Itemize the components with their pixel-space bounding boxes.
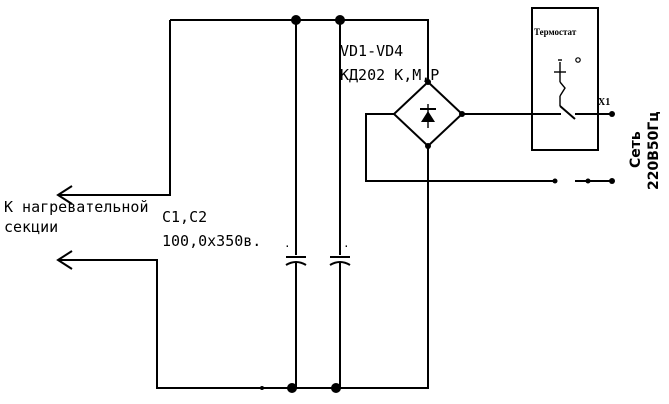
arrow-left-icon xyxy=(56,250,73,270)
junction-dot xyxy=(331,383,341,393)
junction-dot xyxy=(260,386,264,390)
heater-wire-top xyxy=(60,20,171,196)
polarity-mark: . xyxy=(284,237,291,250)
caps-name-label: С1,С2 xyxy=(162,208,207,226)
capacitor-c2: . xyxy=(329,20,351,388)
thermostat-box xyxy=(531,7,599,151)
top-bus-wire xyxy=(170,19,429,82)
junction-dot xyxy=(552,178,558,184)
mains-label: Сеть 220В50Гц xyxy=(628,111,662,190)
diode-icon xyxy=(420,104,436,128)
bridge-name-label: VD1-VD4 xyxy=(340,42,403,60)
switch-icon xyxy=(554,57,612,120)
junction-dot xyxy=(335,15,345,25)
heater-label-line2: секции xyxy=(4,218,58,236)
arrow-left-icon xyxy=(56,185,73,205)
mains-label-line1: Сеть xyxy=(628,131,644,168)
connector-label: X1 xyxy=(598,97,610,108)
heater-wire-bottom xyxy=(58,146,429,389)
caps-value-label: 100,0х350в. xyxy=(162,232,261,250)
thermostat-label: Термостат xyxy=(534,27,577,37)
bridge-type-label: КД202 К,М,Р xyxy=(340,66,439,84)
bridge-left-wire xyxy=(365,113,555,182)
connector-pin xyxy=(609,111,615,117)
mains-label-line2: 220В50Гц xyxy=(646,111,662,190)
diode-bridge xyxy=(392,80,464,148)
junction-dot xyxy=(585,178,591,184)
junction-dot xyxy=(287,383,297,393)
heater-label-line1: К нагревательной xyxy=(4,198,149,216)
capacitor-c1: . xyxy=(284,20,307,388)
junction-dot xyxy=(291,15,301,25)
connector-pin xyxy=(609,178,615,184)
polarity-mark: . xyxy=(343,237,350,250)
